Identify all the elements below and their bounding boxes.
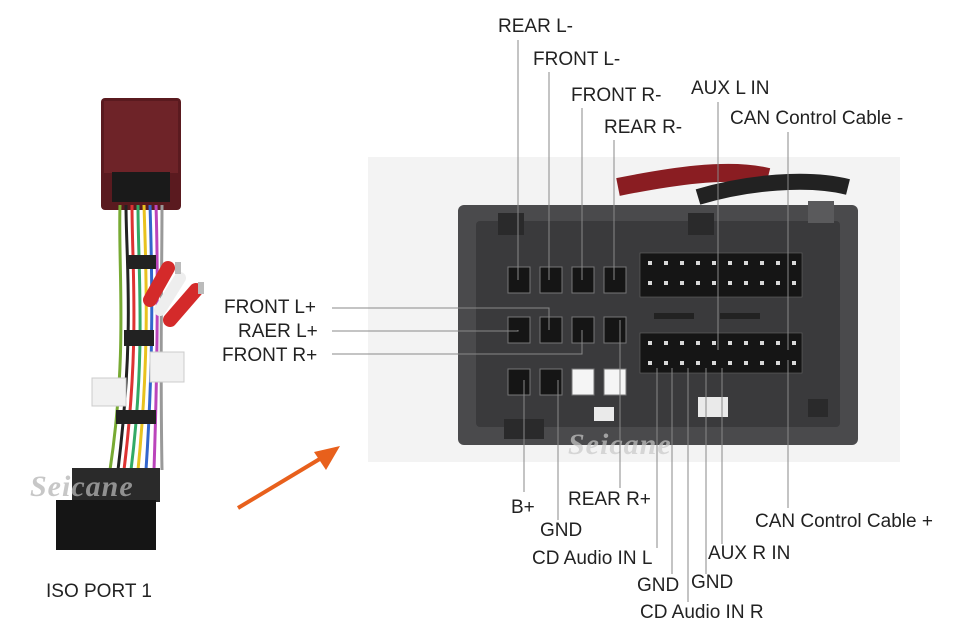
label-front-l-plus: FRONT L+ [224,297,317,318]
arrow-icon [236,446,340,510]
label-b-plus: B+ [511,497,535,518]
iso-port-caption: ISO PORT 1 [46,581,152,602]
label-aux-l-in: AUX L IN [691,78,770,99]
label-front-r-minus: FRONT R- [571,85,662,106]
label-can-minus: CAN Control Cable - [730,108,904,129]
watermark-right: Seicane [568,428,672,461]
label-cd-audio-in-r: CD Audio IN R [640,602,764,623]
label-rear-r-minus: REAR R- [604,117,683,138]
watermark-left: Seicane [30,470,134,503]
label-gnd-2: GND [637,575,680,596]
label-aux-r-in: AUX R IN [708,543,791,564]
label-gnd-1: GND [540,520,583,541]
label-can-plus: CAN Control Cable + [755,511,933,532]
iso-harness-image [56,98,204,550]
label-raer-l-plus: RAER L+ [238,321,318,342]
label-gnd-3: GND [691,572,734,593]
label-rear-l-minus: REAR L- [498,16,573,37]
label-front-l-minus: FRONT L- [533,49,621,70]
label-cd-audio-in-l: CD Audio IN L [532,548,653,569]
label-rear-r-plus: REAR R+ [568,489,651,510]
label-front-r-plus: FRONT R+ [222,345,318,366]
